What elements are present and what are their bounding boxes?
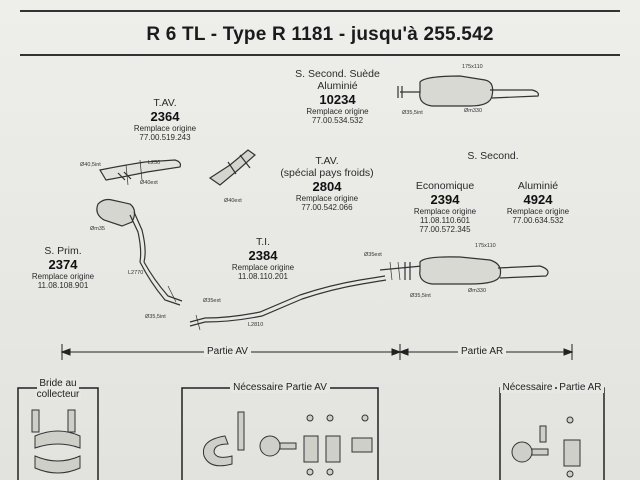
part-sprim-2374: S. Prim. 2374 Remplace origine 11.08.108… [31, 245, 95, 290]
bride-kit-title: Bride au collecteur [34, 378, 82, 400]
dim-label: Øm330 [464, 108, 483, 114]
ar-kit-box [499, 387, 605, 480]
part-ssecond: S. Second. [467, 150, 519, 162]
av-kit-box [181, 387, 379, 480]
title-bar: R 6 TL - Type R 1181 - jusqu'à 255.542 [20, 10, 620, 56]
tav-2804-drawing [208, 149, 256, 186]
dim-label: L250 [148, 160, 161, 166]
dim-label: Ø35ext [364, 252, 382, 258]
page-title: R 6 TL - Type R 1181 - jusqu'à 255.542 [146, 24, 494, 45]
bride-parts [31, 409, 81, 474]
part-tav-2364: T.AV. 2364 Remplace origine 77.00.519.24… [133, 97, 197, 142]
av-kit-title: Nécessaire Partie AV [182, 382, 378, 393]
ssecond-muffler-drawing [379, 256, 549, 285]
sprim-drawing [96, 198, 146, 263]
ti-drawing [139, 261, 387, 327]
dim-label: Ø40,5int [80, 162, 101, 168]
dim-label: 175x110 [475, 243, 496, 249]
part-eco-2394: Economique 2394 Remplace origine 11.08.1… [413, 180, 477, 234]
dim-label: Øm330 [468, 288, 487, 294]
dim-label: Øm35 [90, 226, 105, 232]
ar-kit-parts [511, 416, 581, 478]
part-ssuede-10234: S. Second. Suède Aluminié 10234 Remplace… [295, 68, 380, 125]
av-kit-parts [202, 411, 373, 476]
dim-label: Ø40ext [224, 198, 242, 204]
ar-kit-title: Nécessaire Partie AR [500, 382, 604, 393]
part-ti-2384: T.I. 2384 Remplace origine 11.08.110.201 [231, 236, 295, 281]
dim-label: L2810 [248, 322, 264, 328]
tav-2364-drawing [99, 159, 182, 181]
part-alu-4924: Aluminié 4924 Remplace origine 77.00.634… [506, 180, 570, 225]
partie-av-label: Partie AV [204, 346, 251, 357]
dim-label: Ø35,5int [145, 314, 166, 320]
ssuede-muffler-drawing [397, 75, 539, 107]
dim-label: Ø35ext [203, 298, 221, 304]
dim-label: L2770 [128, 270, 144, 276]
part-tav-2804: T.AV. (spécial pays froids) 2804 Remplac… [280, 155, 374, 212]
partie-ar-label: Partie AR [458, 346, 507, 357]
dim-label: Ø35,5int [410, 293, 431, 299]
dim-label: Ø40ext [140, 180, 158, 186]
dim-label: 175x110 [462, 64, 483, 70]
dim-label: Ø35,5int [402, 110, 423, 116]
